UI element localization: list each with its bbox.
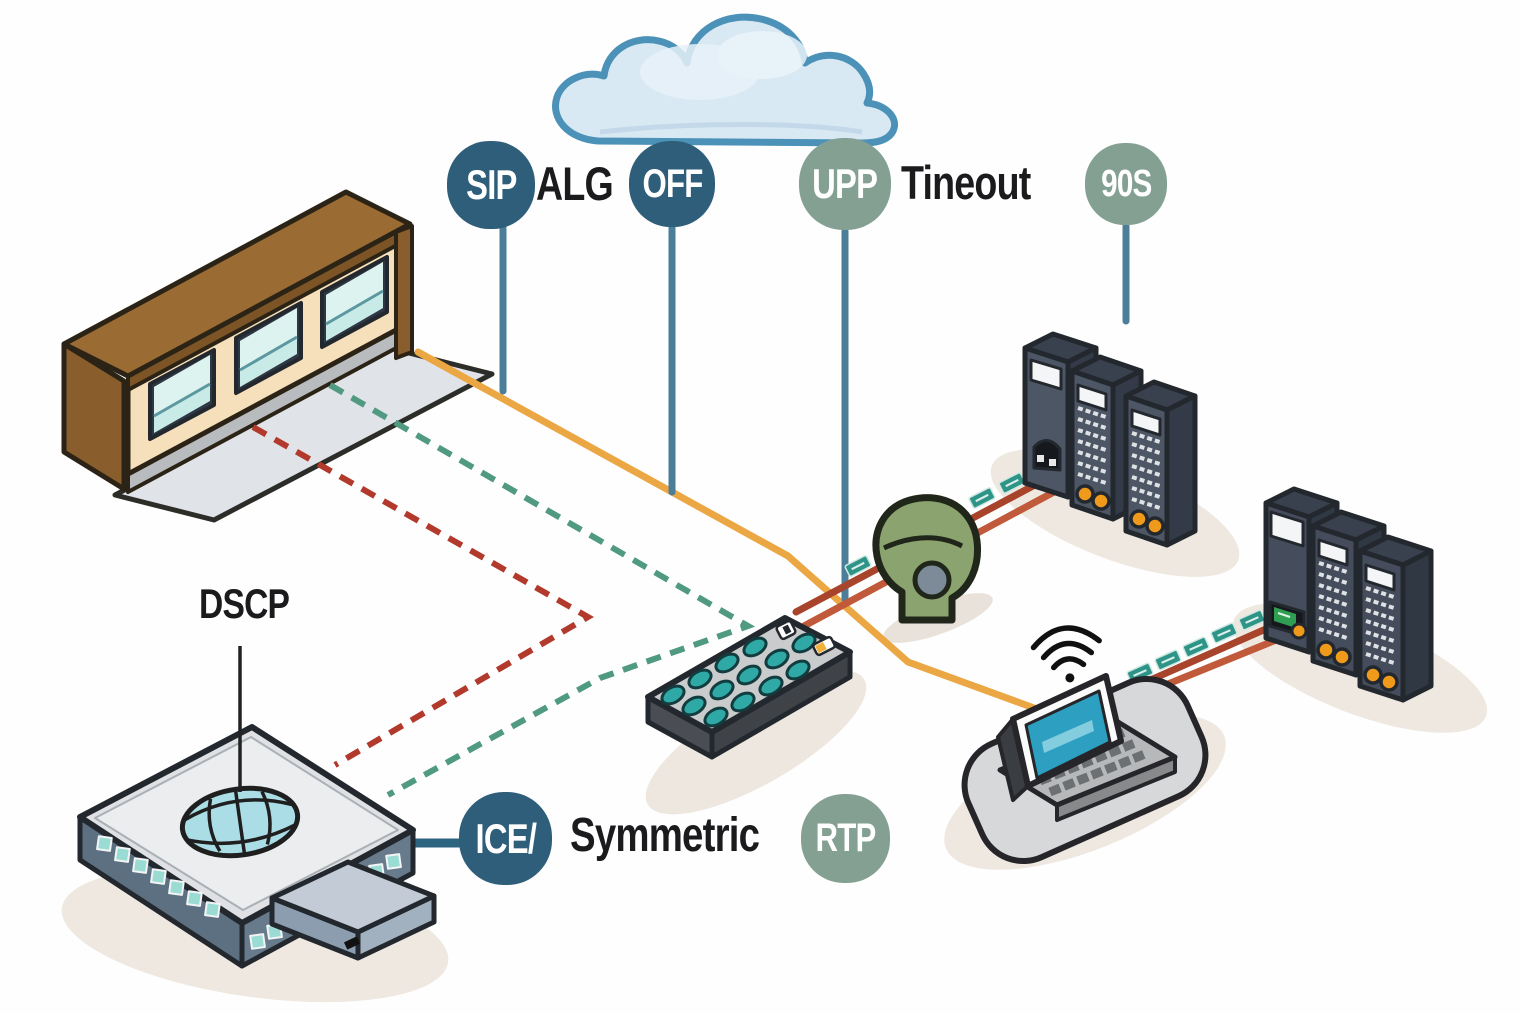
- building-window: [320, 255, 389, 349]
- badge-rtp-label: RTP: [815, 816, 876, 860]
- handset-icon: [872, 494, 982, 624]
- badge-90s-label: 90S: [1100, 162, 1152, 205]
- expansion-box-icon: [269, 859, 437, 961]
- badge-sip-label: SIP: [465, 161, 517, 208]
- server-rack-primary: [1022, 331, 1198, 548]
- qos-switch-icon: [77, 724, 437, 969]
- keypad-yellow-button: [812, 635, 836, 657]
- label-tineout: Tineout: [901, 156, 1031, 209]
- orange-signaling-line: [414, 348, 1049, 716]
- laptop-icon: [961, 625, 1209, 865]
- badge-sip: SIP: [447, 141, 535, 229]
- desk-keypad-icon: [645, 615, 853, 760]
- dashed-green-path: [328, 382, 756, 798]
- label-dscp: DSCP: [199, 580, 290, 627]
- building-window: [234, 301, 303, 395]
- badge-off: OFF: [629, 141, 715, 227]
- callout-lines: [499, 222, 1130, 603]
- badge-upp-label: UPP: [812, 160, 878, 207]
- badge-upp: UPP: [799, 138, 891, 230]
- badge-off-label: OFF: [641, 161, 703, 206]
- dashed-red-path: [251, 424, 595, 768]
- globe-icon: [179, 785, 301, 859]
- badge-ice-label: ICE/: [475, 814, 536, 862]
- wifi-icon: [1030, 625, 1102, 683]
- server-rack-secondary: [1263, 486, 1434, 703]
- cloud-icon: [552, 13, 898, 147]
- label-alg: ALG: [536, 157, 614, 210]
- building-window: [148, 348, 216, 441]
- office-building-icon: [61, 189, 495, 523]
- badge-90s: 90S: [1085, 143, 1167, 225]
- badge-rtp: RTP: [801, 794, 890, 883]
- label-symmetric: Symmetric: [570, 809, 760, 862]
- keypad-display-icon: [775, 619, 797, 641]
- badge-ice: ICE/: [459, 792, 552, 885]
- keypad-buttons: [660, 632, 817, 728]
